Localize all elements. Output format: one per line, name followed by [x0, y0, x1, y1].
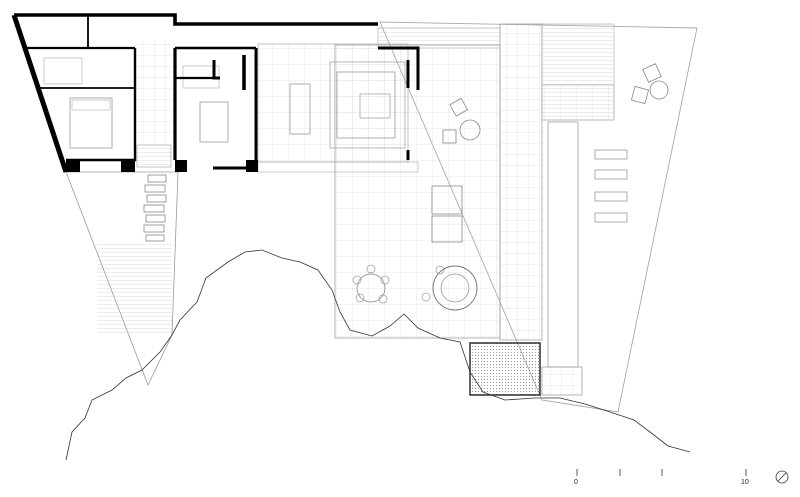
bed-pillows [71, 99, 111, 111]
sun-lounger [594, 212, 628, 223]
column [175, 160, 187, 172]
structural-columns [66, 160, 258, 172]
entry-stair [136, 144, 172, 168]
east-terrace-grid [499, 23, 543, 341]
stepping-stones [143, 174, 167, 242]
dining-table-round [356, 273, 386, 303]
coffee-table [359, 93, 391, 119]
chair [352, 275, 362, 285]
bed [69, 97, 113, 149]
terrace-chair [442, 129, 457, 144]
plunge-pool [469, 342, 541, 396]
bath-fixture [43, 57, 83, 85]
north-wall [14, 13, 378, 26]
east-wall [378, 46, 420, 90]
lounge-sofa [431, 215, 463, 243]
lounge-chair [642, 63, 662, 83]
living-rug [329, 61, 406, 149]
sun-lounger [594, 191, 628, 202]
pool-lane [547, 121, 579, 368]
sofa [336, 71, 396, 139]
pool-edge [541, 366, 583, 396]
dining-table [289, 83, 311, 135]
pier [212, 60, 220, 80]
lounge-sofa [431, 185, 463, 215]
fire-pit-seat [421, 292, 431, 302]
chair [380, 275, 390, 285]
fire-pit-seat [435, 265, 445, 275]
terrace-chair [449, 97, 469, 117]
bedroom-wall [66, 48, 137, 162]
north-arrow-icon [775, 470, 789, 484]
lawn-steps [97, 243, 172, 333]
column [66, 160, 80, 172]
hall-grid [135, 42, 175, 142]
living-grid [257, 43, 409, 163]
terrain-edge [65, 249, 691, 461]
chair [378, 294, 388, 304]
sun-lounger [594, 169, 628, 180]
chair [366, 264, 376, 274]
east-deck-grid [541, 84, 615, 121]
sun-lounger [594, 149, 628, 160]
roof-edge [377, 27, 501, 49]
lounge-chair [630, 85, 650, 105]
column [246, 160, 258, 172]
column [121, 160, 135, 172]
scale-bar [576, 469, 747, 476]
chair [355, 293, 365, 303]
side-table [649, 80, 669, 100]
house-interior [43, 27, 501, 173]
scale-end-label: 10 [741, 479, 749, 486]
scale-start-label: 0 [574, 479, 578, 486]
fire-pit-inner [440, 273, 470, 303]
fire-pit-outer [432, 265, 478, 311]
west-wall [11, 14, 69, 173]
terrace-table [459, 119, 481, 141]
kitchen-island [199, 101, 229, 143]
